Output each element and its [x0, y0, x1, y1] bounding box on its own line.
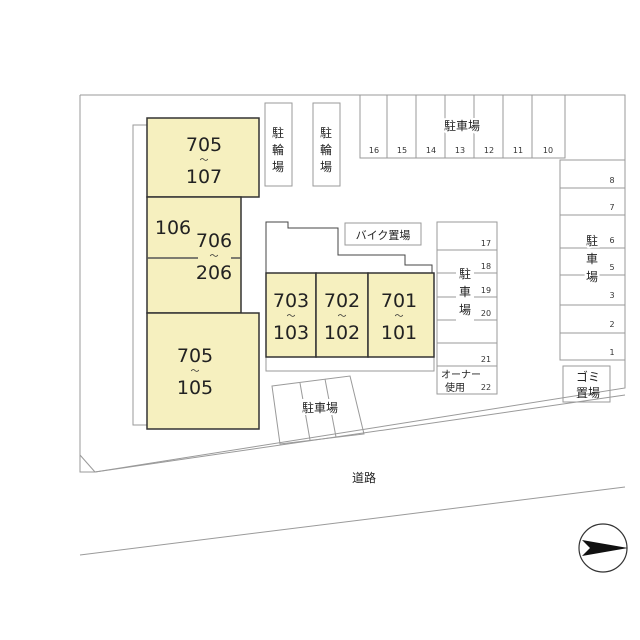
svg-text:〜: 〜 — [199, 156, 208, 166]
svg-text:16: 16 — [369, 146, 379, 155]
parking-top-row: 駐車場 16 15 14 13 12 11 10 — [359, 95, 566, 159]
svg-text:21: 21 — [481, 355, 491, 364]
svg-text:13: 13 — [455, 146, 465, 155]
bicycle-parking-2: 駐 輪 場 — [312, 102, 341, 187]
svg-text:場: 場 — [459, 303, 471, 317]
svg-text:駐: 駐 — [459, 266, 471, 281]
svg-text:ゴミ: ゴミ — [576, 369, 600, 384]
svg-text:14: 14 — [426, 146, 436, 155]
svg-text:705: 705 — [177, 345, 213, 367]
svg-text:15: 15 — [397, 146, 407, 155]
svg-text:701: 701 — [381, 290, 417, 312]
svg-text:場: 場 — [586, 270, 598, 284]
svg-text:車: 車 — [459, 285, 471, 299]
svg-text:場: 場 — [272, 160, 284, 174]
svg-text:17: 17 — [481, 239, 491, 248]
svg-text:置場: 置場 — [576, 386, 600, 400]
garbage-area: ゴミ 置場 — [562, 365, 611, 403]
svg-text:102: 102 — [324, 322, 360, 344]
parking-bottom: 駐車場 — [271, 375, 365, 445]
svg-text:22: 22 — [481, 383, 491, 392]
owner-use-label: オーナー — [441, 369, 481, 381]
svg-text:703: 703 — [273, 290, 309, 312]
parking-top-label: 駐車場 — [444, 118, 480, 133]
svg-text:11: 11 — [513, 146, 523, 155]
svg-text:107: 107 — [186, 166, 222, 188]
svg-text:バイク置場: バイク置場 — [356, 229, 411, 242]
svg-text:6: 6 — [609, 236, 614, 245]
unit-706-206: 106 706 〜 206 — [146, 196, 242, 314]
svg-text:702: 702 — [324, 290, 360, 312]
site-boundary — [79, 94, 626, 473]
svg-text:駐: 駐 — [586, 233, 598, 248]
bike-area: バイク置場 — [344, 222, 422, 246]
svg-text:705: 705 — [186, 134, 222, 156]
svg-text:3: 3 — [609, 291, 614, 300]
svg-text:8: 8 — [609, 176, 614, 185]
west-strip — [132, 124, 148, 426]
svg-text:車: 車 — [586, 252, 598, 266]
road-edge-lower — [79, 486, 626, 556]
svg-text:〜: 〜 — [286, 312, 295, 322]
unit-106-label: 106 — [155, 217, 191, 239]
svg-text:18: 18 — [481, 262, 491, 271]
svg-text:7: 7 — [609, 203, 614, 212]
svg-text:輪: 輪 — [320, 142, 332, 157]
svg-text:〜: 〜 — [190, 367, 199, 377]
unit-705-107: 705 〜 107 — [146, 117, 260, 198]
center-building-eave — [265, 356, 435, 372]
svg-text:駐車場: 駐車場 — [302, 400, 338, 415]
svg-text:19: 19 — [481, 286, 491, 295]
svg-text:1: 1 — [609, 348, 614, 357]
unit-705-105: 705 〜 105 — [146, 312, 260, 430]
parking-middle-column: 駐 車 場 17 18 19 20 21 22 オーナー 使用 — [436, 221, 498, 395]
svg-text:5: 5 — [609, 263, 614, 272]
svg-text:101: 101 — [381, 322, 417, 344]
road-edge-upper — [94, 394, 626, 473]
svg-text:12: 12 — [484, 146, 494, 155]
north-arrow-icon — [578, 523, 628, 573]
svg-text:103: 103 — [273, 322, 309, 344]
unit-702-102: 702 〜 102 — [315, 272, 369, 358]
svg-text:輪: 輪 — [272, 142, 284, 157]
road-label: 道路 — [352, 470, 376, 485]
boundary-corner — [79, 454, 96, 473]
svg-text:706: 706 — [196, 230, 232, 252]
svg-text:〜: 〜 — [337, 312, 346, 322]
svg-text:駐: 駐 — [320, 125, 332, 140]
unit-703-103: 703 〜 103 — [265, 272, 317, 358]
svg-text:20: 20 — [481, 309, 491, 318]
unit-701-101: 701 〜 101 — [367, 272, 435, 358]
parking-right-column: 駐 車 場 8 7 6 5 3 2 1 — [559, 159, 625, 361]
svg-text:使用: 使用 — [445, 381, 465, 394]
svg-text:206: 206 — [196, 262, 232, 284]
bicycle-parking-1: 駐 輪 場 — [264, 102, 293, 187]
svg-text:10: 10 — [543, 146, 553, 155]
svg-text:2: 2 — [609, 320, 614, 329]
svg-text:〜: 〜 — [394, 312, 403, 322]
svg-text:場: 場 — [320, 160, 332, 174]
svg-text:〜: 〜 — [209, 252, 218, 262]
center-building-outline — [265, 221, 433, 275]
svg-text:駐: 駐 — [272, 125, 284, 140]
svg-text:105: 105 — [177, 377, 213, 399]
